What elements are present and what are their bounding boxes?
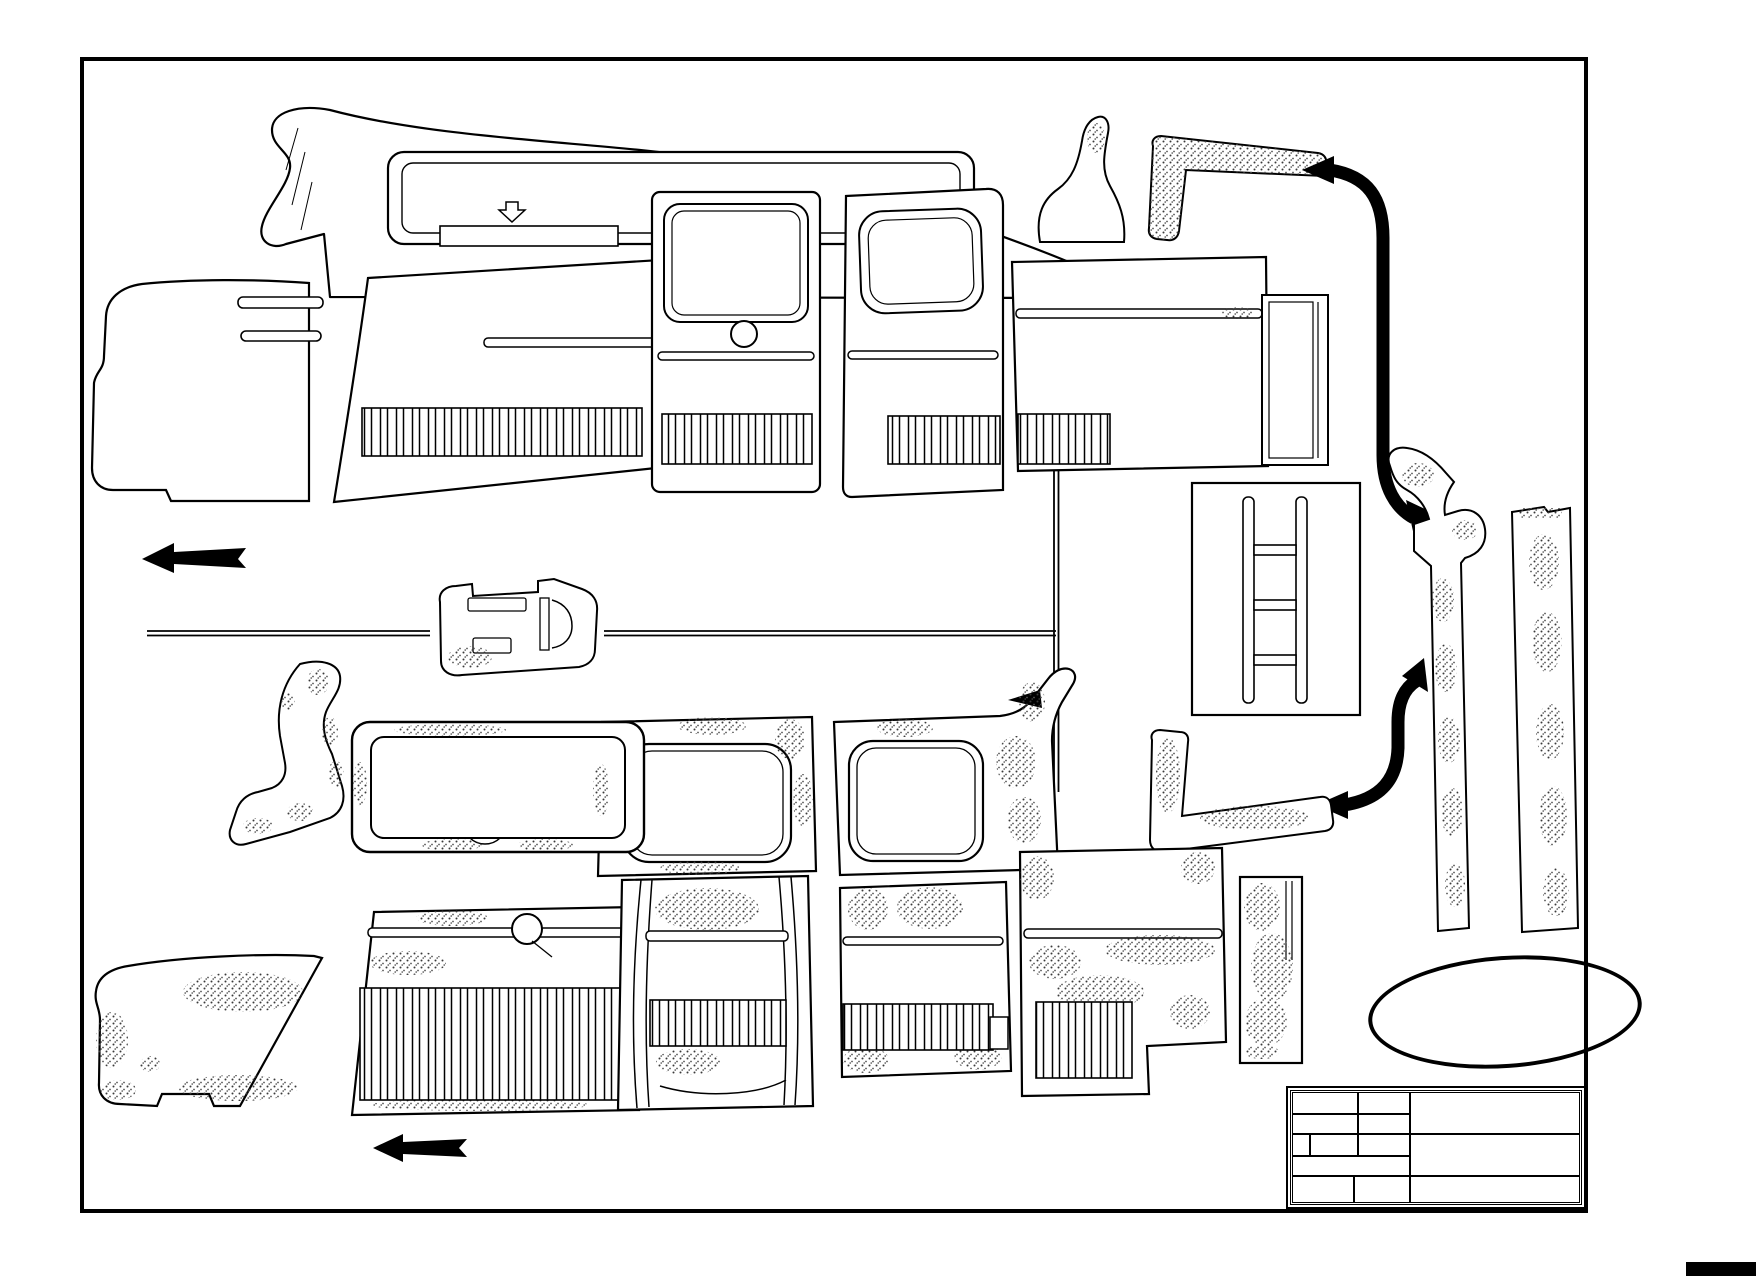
part-label-sa58-02-1 — [400, 146, 640, 147]
sa58-04-drawing — [90, 279, 324, 503]
tb-rev-date-cell — [1310, 1134, 1358, 1156]
part-label-sa58-12 — [838, 944, 1013, 945]
sa58-26-drawing — [1261, 294, 1329, 466]
sa58-12-drawing — [838, 880, 1013, 1079]
part-label-sa58-01 — [150, 716, 330, 717]
sa58-01-drawing — [228, 660, 345, 846]
sa58-20-drawing — [1148, 728, 1335, 854]
title-block — [1286, 1086, 1586, 1209]
tb-rev-cell — [1292, 1134, 1310, 1156]
part-label-sa58-20 — [1168, 730, 1318, 731]
logo-oval — [1364, 946, 1646, 1078]
part-label-sa58-03 — [138, 1016, 338, 1017]
sa58-17-drawing — [1037, 115, 1126, 243]
sa58-10-drawing — [841, 187, 1005, 499]
sa58-03-drawing — [94, 953, 324, 1108]
tb-checked-by-cell — [1292, 1114, 1358, 1134]
part-label-sa58-15 — [622, 646, 802, 647]
part-label-sa58-25 — [1290, 856, 1455, 857]
part-label-sa58-28 — [278, 576, 438, 577]
part-label-sa58-04 — [118, 402, 328, 403]
tb-revised-by-cell — [1358, 1134, 1410, 1156]
part-label-sa58-13 — [1028, 858, 1218, 859]
sa58-15-drawing — [596, 715, 818, 878]
part-label-sa58-07 — [408, 750, 588, 751]
tb-title-cell — [1410, 1134, 1580, 1176]
sa58-28-drawing — [438, 577, 599, 677]
sa58-06-drawing — [332, 258, 663, 504]
part-label-sa58-14 — [1028, 268, 1248, 269]
sa58-19-drawing — [1387, 446, 1487, 933]
part-label-sa58-18 — [1058, 506, 1208, 507]
sa58-18-drawing — [1190, 481, 1362, 717]
part-label-sa58-26 — [1232, 236, 1442, 237]
part-label-sa58-10 — [812, 120, 1027, 121]
sa58-21-drawing — [1147, 134, 1328, 242]
tb-drawing-number-cell — [1410, 1176, 1580, 1203]
sa58-07-drawing — [350, 720, 646, 854]
scan-artifact — [1686, 1262, 1756, 1276]
part-label-sa58-21 — [1140, 82, 1370, 83]
selkirk-aviation-logo — [1358, 946, 1650, 1078]
sa58-14-drawing — [1010, 255, 1270, 473]
section-separators — [147, 470, 1060, 792]
part-label-sa58-11 — [628, 944, 798, 945]
sa58-25-drawing — [1238, 875, 1304, 1065]
tb-scale-cell — [1292, 1156, 1410, 1176]
part-label-sa58-19 — [1388, 388, 1548, 389]
tb-part-assembly-cell — [1292, 1176, 1354, 1203]
forward-arrow-left-section — [373, 1134, 467, 1162]
forward-arrow-right-section — [142, 543, 246, 573]
sa58-13-drawing — [1018, 846, 1228, 1098]
part-label-sa58-17 — [888, 70, 1088, 71]
part-label-sa58-16 — [828, 646, 1028, 647]
sa58-11-drawing — [616, 874, 815, 1112]
sa58-16-drawing — [832, 667, 1077, 877]
tb-drawn-date-cell — [1358, 1092, 1410, 1114]
tb-company-cell — [1410, 1092, 1580, 1134]
part-label-sa58-05 — [352, 856, 642, 857]
tb-approved-by-cell — [1358, 1114, 1410, 1134]
part-label-sa58-09 — [628, 120, 843, 121]
sa58-05-drawing — [350, 905, 641, 1117]
part-label-sa58-27 — [1458, 452, 1608, 453]
sa58-09-drawing — [650, 190, 822, 494]
tb-mod-no-cell — [1354, 1176, 1410, 1203]
part-label-sa58-06 — [392, 358, 592, 359]
drawing-border — [80, 57, 1588, 1213]
part-label-sa58-02 — [360, 62, 790, 63]
tb-drawn-by-cell — [1292, 1092, 1358, 1114]
sa58-27-drawing — [1510, 505, 1580, 934]
